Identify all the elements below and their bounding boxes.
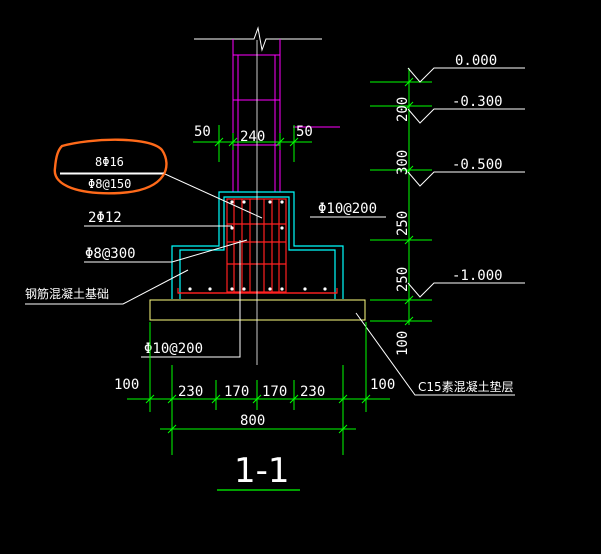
elevation-3: -1.000: [452, 268, 503, 284]
bars-2phi12-label: 2Φ12: [88, 210, 122, 226]
elevation-2: -0.500: [452, 157, 503, 173]
horizontal-seg-3: 170: [262, 384, 287, 400]
rebar-phi10-200-right-label: Φ10@200: [318, 201, 377, 217]
elevation-markers: [407, 67, 525, 298]
break-line: [194, 26, 322, 52]
column-width-label: 240: [240, 129, 265, 145]
elevation-0: 0.000: [455, 53, 497, 69]
footing-name-label: 钢筋混凝土基础: [25, 286, 109, 301]
rebar-dots: [188, 200, 327, 291]
bedding-layer: [149, 299, 366, 321]
reinforcement-cage: [177, 198, 338, 294]
vertical-dim-300: 300: [395, 150, 411, 175]
column-outline: [232, 39, 340, 192]
column-width-dimension: [193, 125, 312, 162]
horizontal-left-margin: 100: [114, 377, 139, 393]
horizontal-right-margin: 100: [370, 377, 395, 393]
elevation-1: -0.300: [452, 94, 503, 110]
bedding-layer-label: C15素混凝土垫层: [418, 379, 514, 394]
horizontal-total: 800: [240, 413, 265, 429]
footing-outline: [171, 191, 344, 299]
column-right-offset-label: 50: [296, 124, 313, 140]
column-left-offset-label: 50: [194, 124, 211, 140]
rebar-phi10-200-bottom-label: Φ10@200: [144, 341, 203, 357]
vertical-dim-100: 100: [395, 331, 411, 356]
section-label: 1-1: [234, 451, 290, 491]
elevation-dimension-lines: [370, 68, 432, 326]
leader-lines: [25, 173, 515, 396]
circled-bottom-label: Φ8@150: [88, 177, 131, 191]
vertical-dim-200: 200: [395, 97, 411, 122]
highlight-circle: [53, 138, 168, 195]
circled-top-label: 8Φ16: [95, 155, 124, 169]
vertical-dim-250-a: 250: [395, 211, 411, 236]
stirrup-phi8-300-label: Φ8@300: [85, 246, 136, 262]
horizontal-seg-2: 170: [224, 384, 249, 400]
horizontal-dimension-lines: [127, 322, 390, 455]
horizontal-seg-4: 230: [300, 384, 325, 400]
vertical-dim-250-b: 250: [395, 267, 411, 292]
horizontal-seg-1: 230: [178, 384, 203, 400]
